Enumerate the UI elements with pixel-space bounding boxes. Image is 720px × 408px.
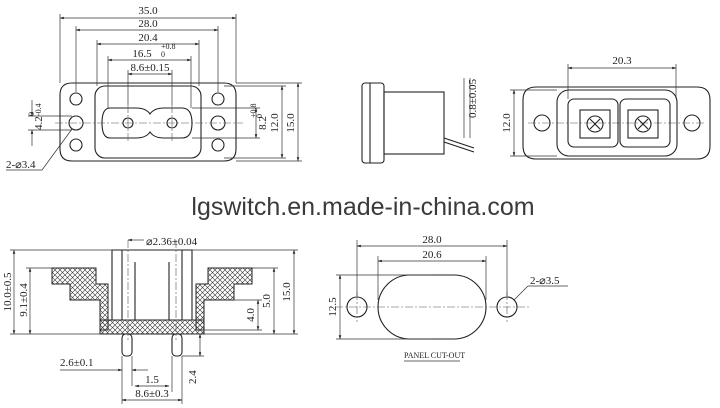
pin — [171, 333, 183, 357]
corner-hole — [211, 92, 225, 106]
panel-cutout-caption: PANEL CUT-OUT — [404, 351, 465, 360]
screw-icon — [586, 115, 604, 133]
dim-12: 12.0 — [269, 113, 281, 133]
dim-16-5-tol-dn: 0 — [161, 50, 165, 59]
dim-4-2-tol-dn: -0.4 — [34, 103, 43, 116]
dim-4: 4.0 — [245, 308, 257, 322]
side-view: 0.8±0.05 — [361, 78, 479, 164]
dim-8-6-bottom: 8.6±0.3 — [135, 388, 169, 400]
top-left-view: 35.0 28.0 20.4 16.5 +0.8 0 8.6±0.15 8.2 … — [6, 5, 302, 171]
dim-9-1: 9.1±0.4 — [18, 283, 30, 317]
top-right-view: 20.3 12.0 — [501, 55, 711, 160]
cutout-holes-label: 2-⌀3.5 — [530, 275, 560, 287]
terminal — [627, 109, 659, 139]
corner-hole — [69, 92, 83, 106]
dim-8-2-tol-up: +0.8 — [249, 103, 258, 118]
dim-12-rear: 12.0 — [501, 113, 513, 133]
body-outline — [94, 85, 202, 159]
panel-cutout-view: 28.0 20.6 12.5 2-⌀3.5 PANEL CUT-OUT — [327, 234, 568, 362]
side-body — [383, 91, 445, 155]
corner-hole — [211, 138, 225, 152]
dim-8-6: 8.6±0.15 — [130, 62, 170, 74]
dim-20-4: 20.4 — [138, 32, 158, 44]
cutout-dim-12-5: 12.5 — [327, 297, 339, 317]
corner-hole — [69, 138, 83, 152]
section-base — [99, 319, 205, 335]
dim-15-side: 15.0 — [281, 282, 293, 302]
inner-body — [111, 249, 193, 321]
dim-1-5: 1.5 — [145, 374, 159, 386]
terminal-block — [619, 98, 671, 148]
screw-icon — [634, 115, 652, 133]
dim-35: 35.0 — [138, 5, 158, 17]
terminal — [579, 109, 611, 139]
flange-outline — [59, 82, 237, 162]
socket-outline — [101, 107, 193, 139]
terminal-block — [567, 98, 619, 148]
dim-28: 28.0 — [138, 18, 158, 30]
dim-4-2: 4.2 — [33, 116, 45, 130]
dim-16-5-tol-up: +0.8 — [161, 42, 176, 51]
bottom-left-view: ⌀2.36±0.04 10.0±0.5 9.1±0.4 4.0 5.0 15.0… — [2, 236, 298, 404]
side-flange — [361, 82, 385, 164]
dim-0-8: 0.8±0.05 — [467, 78, 479, 118]
dim-2-4: 2.4 — [187, 370, 199, 384]
cutout-dim-20-6: 20.6 — [422, 249, 442, 261]
holes-label: 2-⌀3.4 — [6, 159, 36, 171]
cutout-dim-28: 28.0 — [422, 234, 442, 246]
pin — [121, 333, 133, 357]
dim-20-3: 20.3 — [612, 55, 632, 67]
watermark: lgswitch.en.made-in-china.com — [191, 193, 534, 221]
dim-8-2-tol-dn: 0 — [255, 114, 264, 118]
dim-5: 5.0 — [261, 294, 273, 308]
dim-10: 10.0±0.5 — [2, 272, 14, 312]
rear-flange — [522, 86, 711, 160]
dim-d2-36: ⌀2.36±0.04 — [146, 236, 198, 248]
dim-16-5: 16.5 — [132, 48, 152, 60]
dim-8-2: 8.2 — [257, 116, 269, 130]
dim-4-2-tol-up: 0 — [27, 112, 36, 116]
dim-15: 15.0 — [285, 113, 297, 133]
dim-2-6: 2.6±0.1 — [60, 357, 94, 369]
